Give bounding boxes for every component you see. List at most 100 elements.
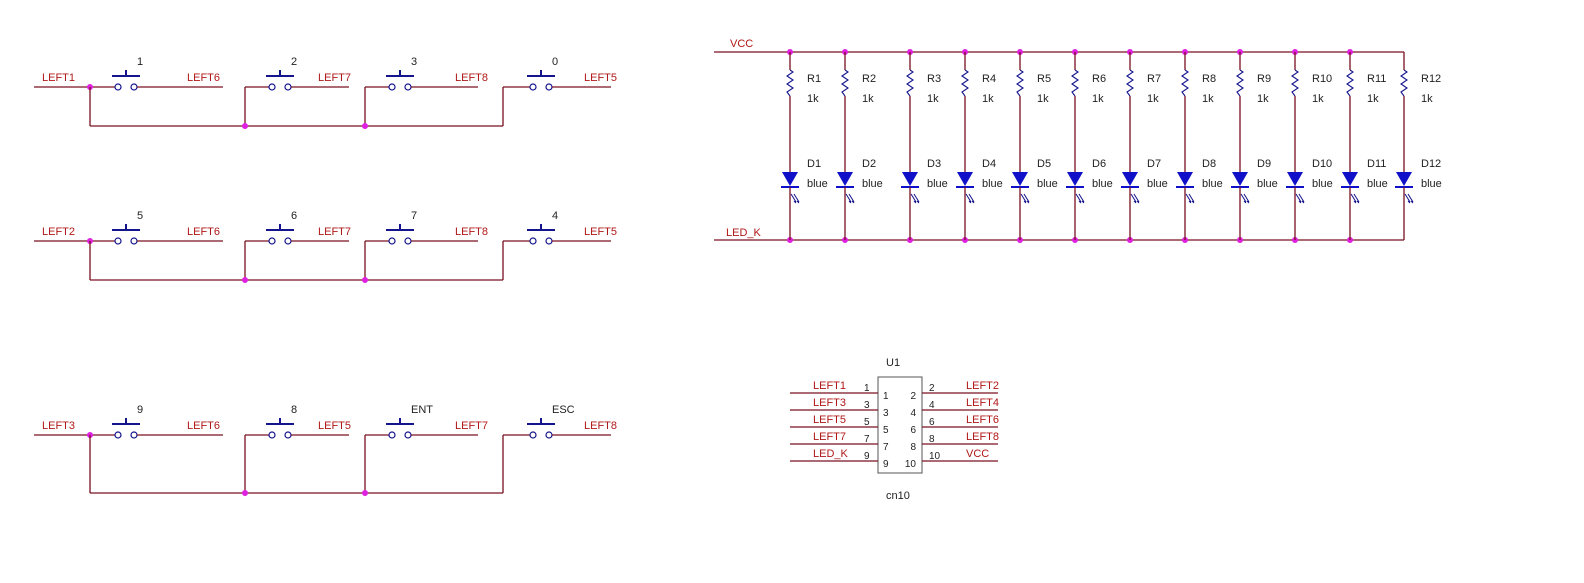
light-emission-arrows: [1130, 193, 1140, 204]
switch-contact: [404, 431, 412, 439]
net-label: LEFT7: [813, 431, 846, 443]
switch-contact: [529, 431, 537, 439]
pin-number-inner: 4: [910, 408, 916, 419]
resistor-ref: R7: [1147, 73, 1161, 85]
net-label: LEFT5: [813, 414, 846, 426]
key-name: 5: [137, 210, 143, 222]
light-emission-arrows: [965, 193, 975, 204]
net-label: LEFT7: [455, 420, 488, 432]
key-name: ENT: [411, 404, 433, 416]
net-label-vcc: VCC: [730, 38, 753, 50]
pin-number: 8: [929, 434, 935, 445]
junction-dot: [362, 277, 368, 283]
resistor-value: 1k: [1312, 93, 1324, 105]
led-ref: D4: [982, 158, 996, 170]
net-label: LEFT8: [455, 72, 488, 84]
led-value: blue: [1257, 178, 1278, 190]
led-symbol: [1232, 172, 1248, 186]
switch-contact: [130, 431, 138, 439]
key-name: 9: [137, 404, 143, 416]
key-name: 0: [552, 56, 558, 68]
net-label: LEFT1: [42, 72, 75, 84]
led-symbol: [1342, 172, 1358, 186]
light-emission-arrows: [1075, 193, 1085, 204]
net-label: LEFT5: [584, 226, 617, 238]
resistor-symbol: [1126, 69, 1134, 97]
connector-value: cn10: [886, 490, 910, 502]
led-ref: D5: [1037, 158, 1051, 170]
led-symbol: [1287, 172, 1303, 186]
led-symbol: [1177, 172, 1193, 186]
net-label: LEFT1: [813, 380, 846, 392]
led-ref: D11: [1367, 158, 1386, 170]
led-symbol: [1396, 172, 1412, 186]
led-value: blue: [982, 178, 1003, 190]
resistor-ref: R12: [1421, 73, 1441, 85]
resistor-ref: R6: [1092, 73, 1106, 85]
net-label: LEFT5: [584, 72, 617, 84]
led-ref: D2: [862, 158, 876, 170]
net-label: LEFT6: [187, 420, 220, 432]
key-name: 3: [411, 56, 417, 68]
light-emission-arrows: [790, 193, 800, 204]
pin-number-inner: 6: [910, 425, 916, 436]
net-label: LEFT8: [584, 420, 617, 432]
resistor-value: 1k: [807, 93, 819, 105]
pin-number-inner: 7: [883, 442, 889, 453]
led-ref: D1: [807, 158, 821, 170]
led-ref: D12: [1421, 158, 1441, 170]
resistor-symbol: [1181, 69, 1189, 97]
net-label: LEFT4: [966, 397, 999, 409]
connector-body: [877, 376, 923, 474]
resistor-ref: R10: [1312, 73, 1332, 85]
switch-contact: [268, 237, 276, 245]
pin-number: 3: [864, 400, 870, 411]
resistor-value: 1k: [1421, 93, 1433, 105]
key-name: 1: [137, 56, 143, 68]
net-label: LED_K: [813, 448, 849, 460]
pin-number: 4: [929, 400, 935, 411]
switch-contact: [284, 431, 292, 439]
resistor-ref: R11: [1367, 73, 1386, 85]
led-ref: D3: [927, 158, 941, 170]
switch-contact: [284, 83, 292, 91]
resistor-value: 1k: [1367, 93, 1379, 105]
junction-dot: [362, 490, 368, 496]
light-emission-arrows: [1185, 193, 1195, 204]
pin-number: 6: [929, 417, 935, 428]
key-name: 7: [411, 210, 417, 222]
key-name: 6: [291, 210, 297, 222]
pin-number: 10: [929, 451, 941, 462]
led-value: blue: [1421, 178, 1442, 190]
resistor-symbol: [1346, 69, 1354, 97]
resistor-ref: R8: [1202, 73, 1216, 85]
net-label: LEFT7: [318, 226, 351, 238]
switch-contact: [545, 431, 553, 439]
net-label: VCC: [966, 448, 989, 460]
switch-contact: [130, 237, 138, 245]
resistor-ref: R3: [927, 73, 941, 85]
resistor-symbol: [841, 69, 849, 97]
resistor-symbol: [1071, 69, 1079, 97]
switch-contact: [388, 431, 396, 439]
junction-dot: [242, 277, 248, 283]
light-emission-arrows: [1404, 193, 1414, 204]
net-label: LEFT6: [966, 414, 999, 426]
key-name: 4: [552, 210, 558, 222]
led-symbol: [1012, 172, 1028, 186]
led-ref: D10: [1312, 158, 1332, 170]
resistor-ref: R2: [862, 73, 876, 85]
net-label: LEFT2: [42, 226, 75, 238]
light-emission-arrows: [910, 193, 920, 204]
